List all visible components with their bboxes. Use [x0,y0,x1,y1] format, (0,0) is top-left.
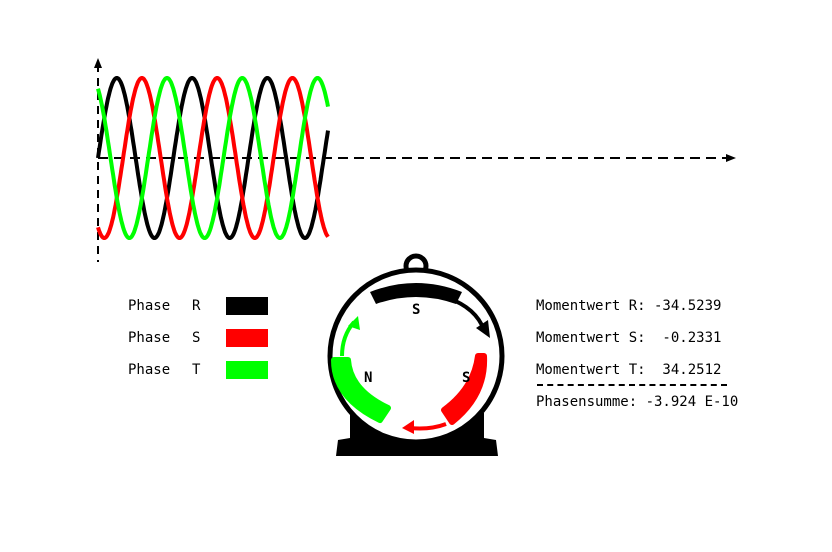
right-pole [441,353,488,425]
readout-r: Momentwert R: -34.5239 [536,298,722,314]
motor-top-pole-label: S [412,302,421,318]
legend-r-swatch [226,297,268,315]
legend-t-swatch [226,361,268,379]
motor-right-pole-label: S [462,370,471,386]
legend-r-phase-label: Phase [128,298,171,314]
legend-r-letter: R [192,298,201,314]
readout-t: Momentwert T: 34.2512 [536,362,722,378]
waveforms [96,76,330,240]
legend-t-phase-label: Phase [128,362,171,378]
top-pole [370,283,462,304]
readout-s: Momentwert S: -0.2331 [536,330,722,346]
y-axis-arrow [94,58,102,68]
left-pole [331,357,391,423]
red-arrow-head [402,420,414,434]
readout-sum: Phasensumme: -3.924 E-10 [536,394,739,410]
black-arrow-head [476,320,490,338]
motor-left-pole-label: N [364,370,373,386]
wave-r [96,76,330,240]
readout-separator [537,384,727,386]
motor-diagram [327,253,505,456]
legend-s-phase-label: Phase [128,330,171,346]
legend-t-letter: T [192,362,201,378]
wave-t [96,76,330,240]
legend-s-letter: S [192,330,201,346]
legend-s-swatch [226,329,268,347]
x-axis-arrow [726,154,736,162]
wave-s [96,76,330,240]
green-arrow-head [348,316,360,330]
